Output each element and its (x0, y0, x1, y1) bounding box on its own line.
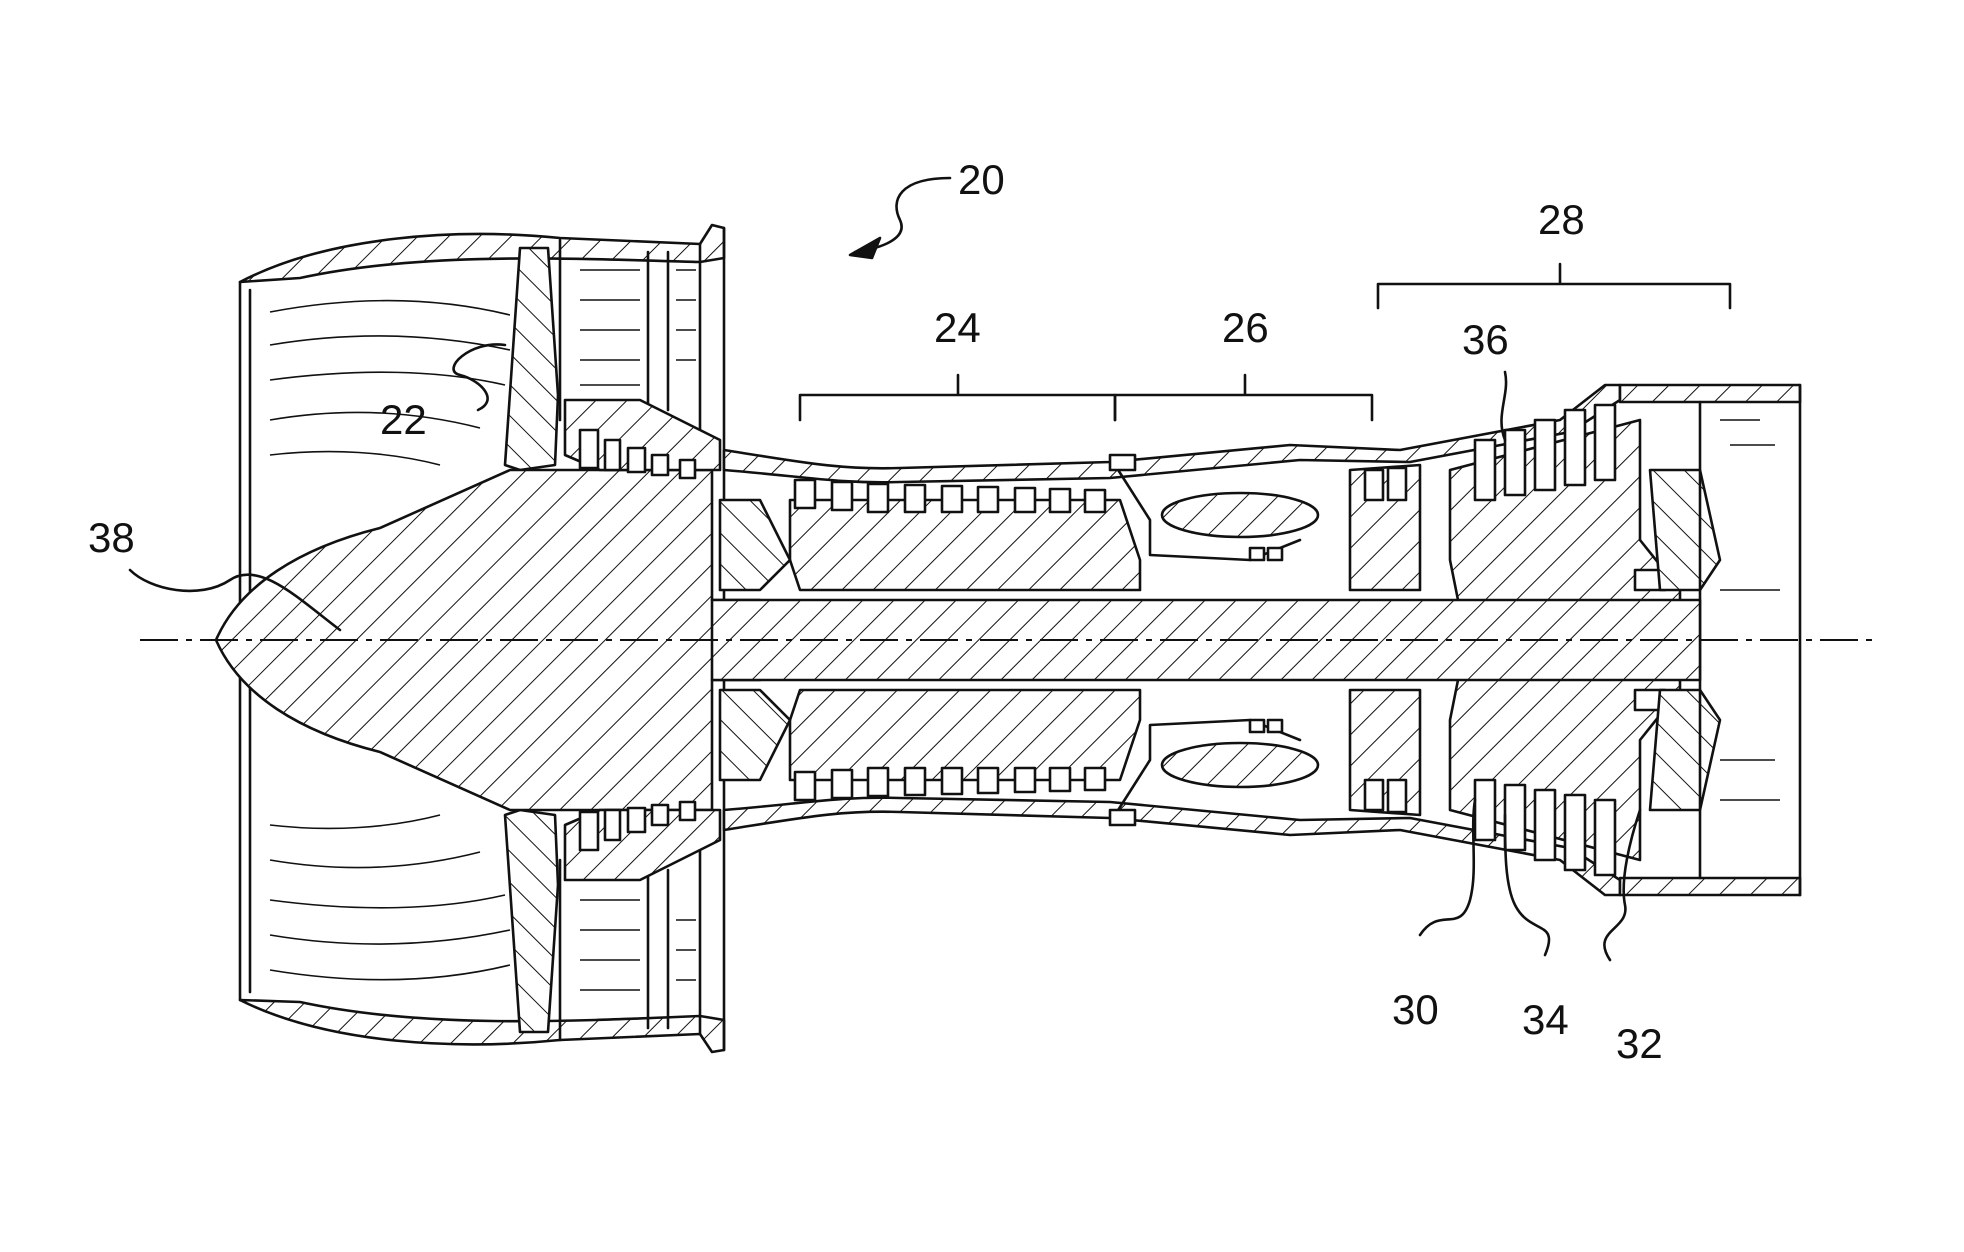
bracket-24 (800, 375, 1115, 420)
label-36: 36 (1462, 316, 1509, 363)
label-32: 32 (1616, 1020, 1663, 1067)
arrow-20 (850, 238, 880, 258)
label-22: 22 (380, 396, 427, 443)
bracket-28 (1378, 264, 1730, 308)
label-28: 28 (1538, 196, 1585, 243)
label-30: 30 (1392, 986, 1439, 1033)
label-26: 26 (1222, 304, 1269, 351)
label-20: 20 (958, 156, 1005, 203)
label-38: 38 (88, 514, 135, 561)
leader-20 (855, 178, 950, 252)
bracket-26 (1115, 375, 1372, 420)
label-34: 34 (1522, 996, 1569, 1043)
label-24: 24 (934, 304, 981, 351)
